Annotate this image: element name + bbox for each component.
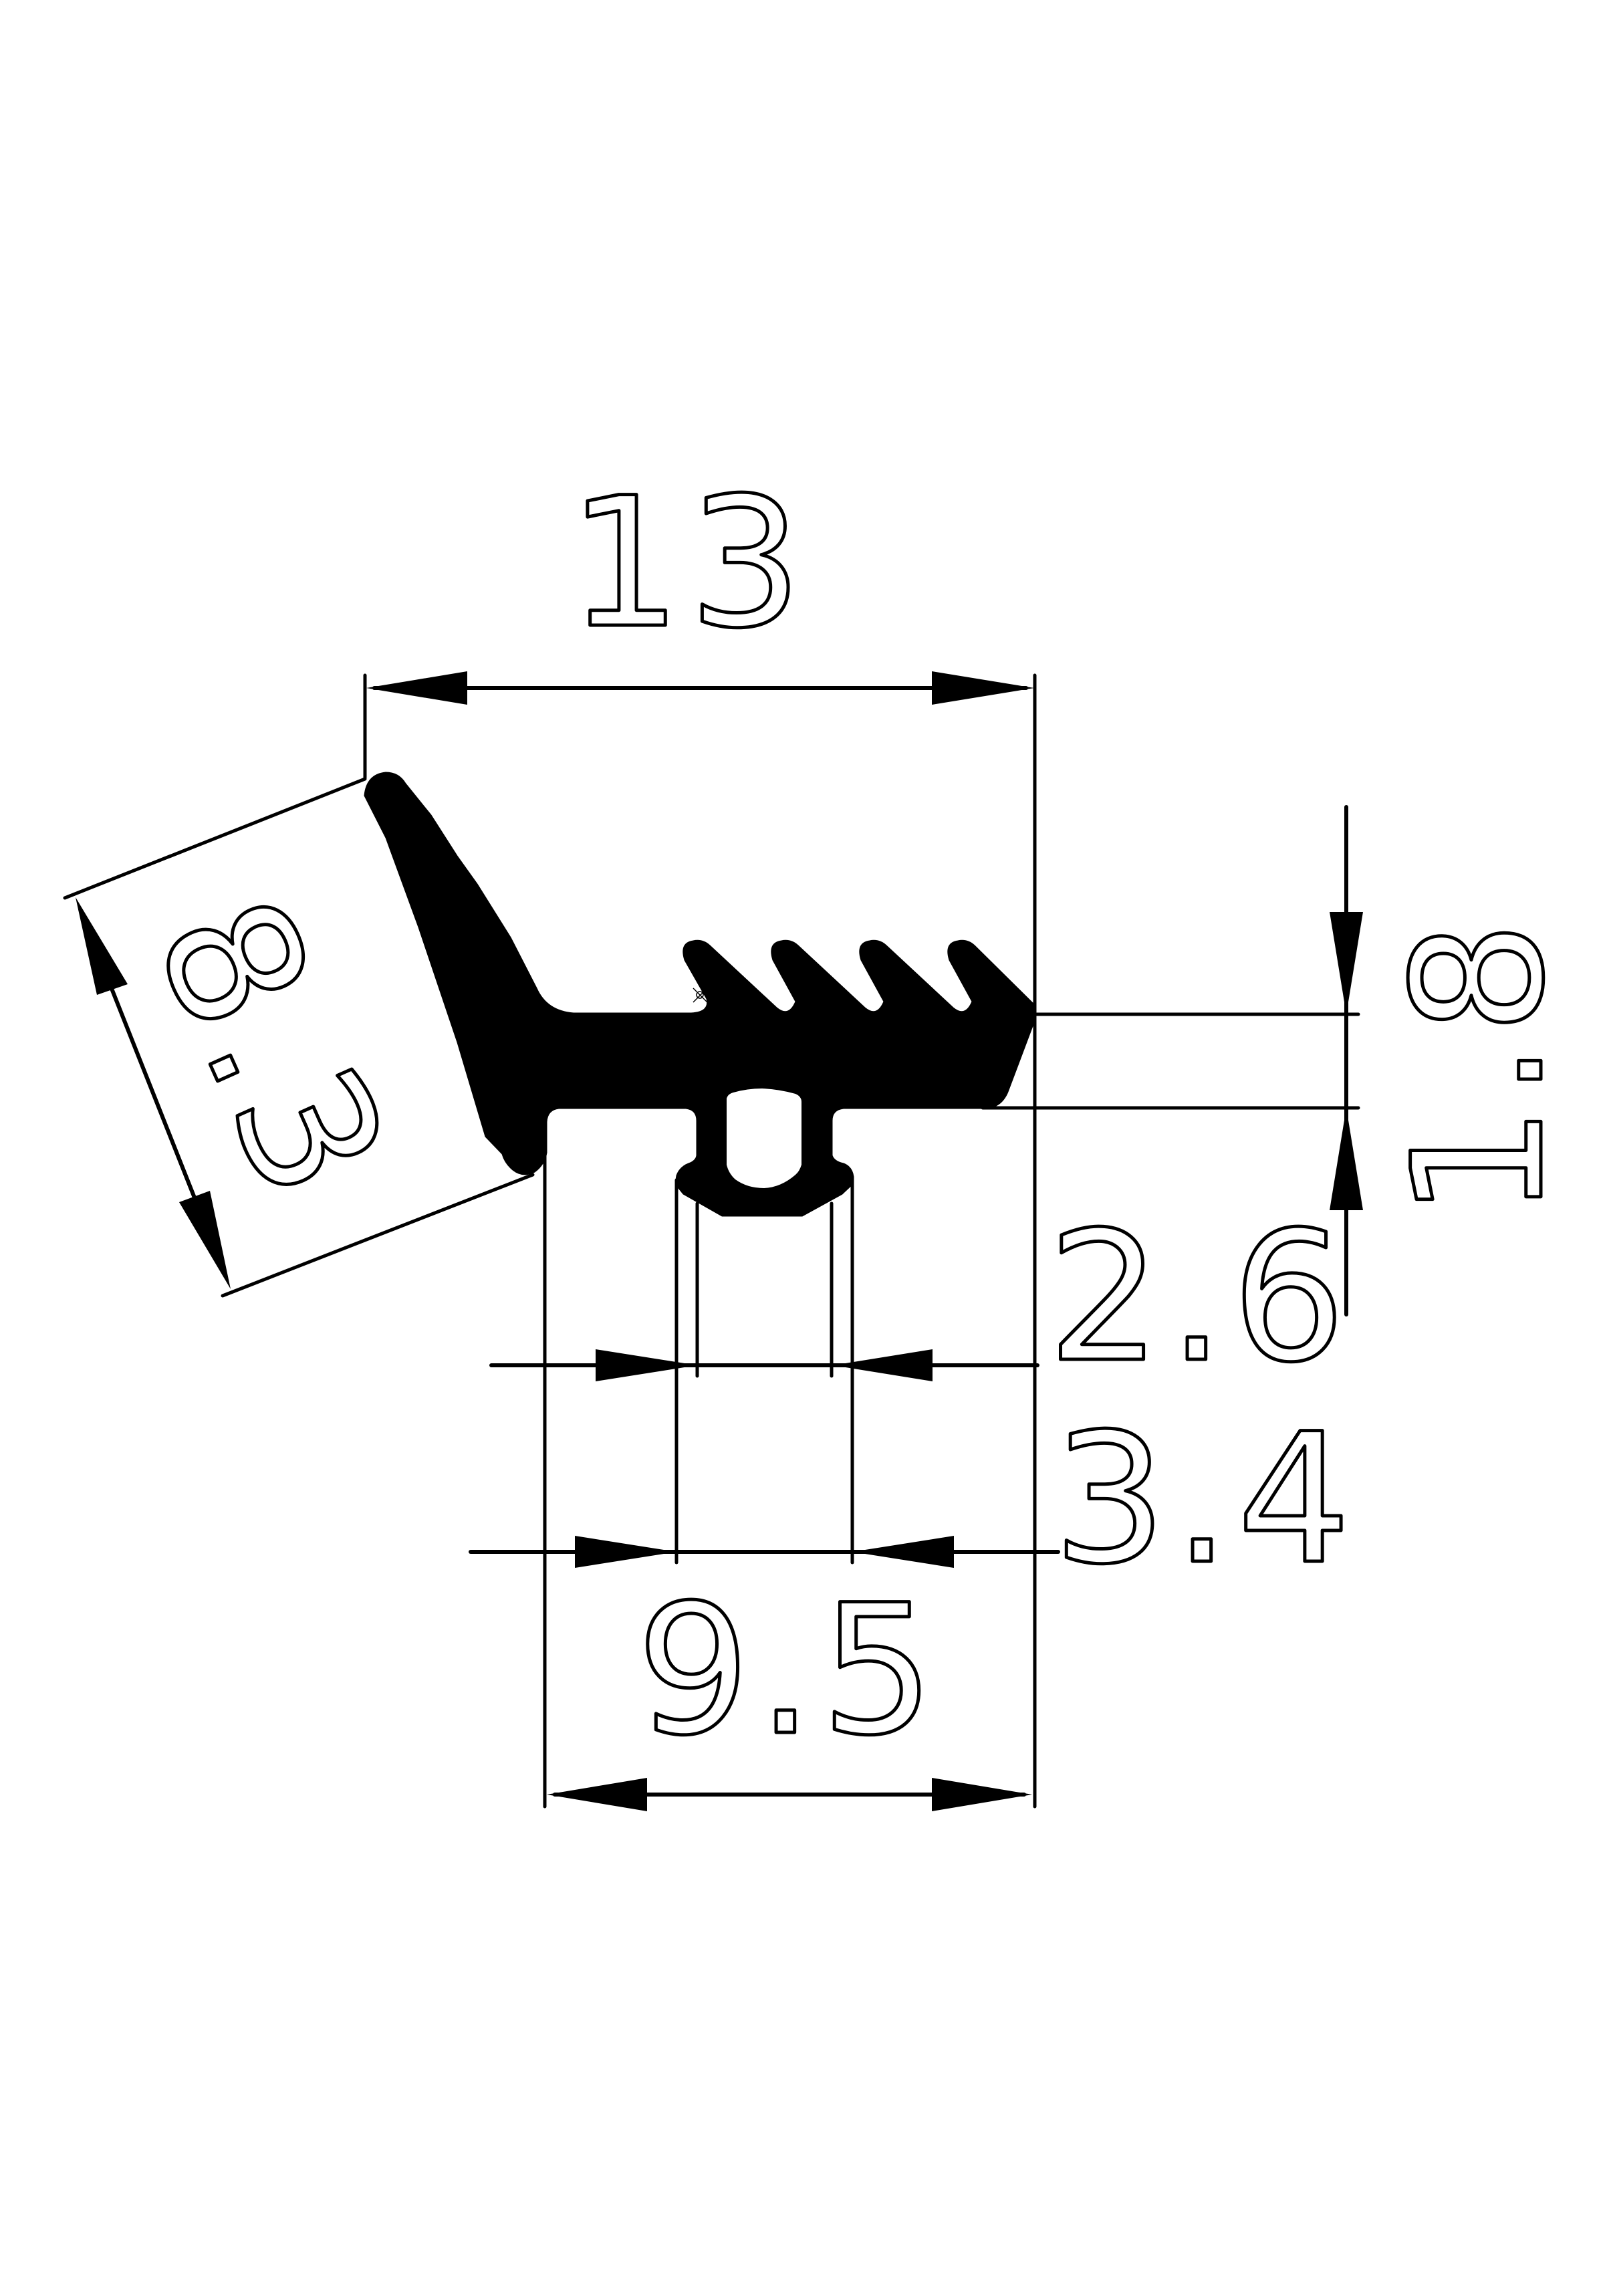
arrowhead-down-icon: [179, 1191, 231, 1289]
arrowhead-left-icon: [833, 1349, 933, 1381]
dimension-label-9-5: 9.5: [636, 1567, 941, 1775]
arrowhead-right-icon: [575, 1536, 676, 1568]
arrowhead-up-icon: [76, 897, 128, 995]
arrowhead-left-icon: [366, 671, 467, 705]
dimension-overall-width: 13: [363, 458, 1037, 1809]
arrowhead-down-icon: [1330, 912, 1363, 1014]
dimension-bulb-outer-width: 3.4: [469, 1394, 1358, 1606]
extension-line-upper: [63, 777, 367, 900]
extension-line-lower: [221, 1173, 535, 1298]
profile-body: [364, 772, 1034, 1217]
arrowhead-right-icon: [596, 1349, 697, 1381]
dimension-label-1-8: 1.8: [1375, 914, 1584, 1219]
arrowhead-up-icon: [1330, 1108, 1363, 1210]
arrowhead-right-icon: [932, 1778, 1032, 1811]
arrowhead-left-icon: [547, 1778, 647, 1811]
dimension-base-width: 9.5: [547, 1565, 1032, 1811]
reference-lines: [543, 1150, 854, 1809]
arrowhead-right-icon: [932, 671, 1034, 705]
seal-profile: [364, 772, 1034, 1217]
dimension-label-8-3: 8.3: [114, 869, 429, 1233]
dimension-label-2-6: 2.6: [1047, 1193, 1352, 1402]
dimension-bulb-inner-width: 2.6: [489, 1192, 1352, 1404]
bulb-hollow: [727, 1088, 801, 1188]
dimension-base-thickness: 1.8: [981, 805, 1586, 1316]
arrowhead-left-icon: [852, 1536, 954, 1568]
crosshair-marker-icon: [693, 988, 708, 1003]
dimension-label-3-4: 3.4: [1053, 1395, 1358, 1604]
dimension-label-13: 13: [568, 459, 809, 668]
